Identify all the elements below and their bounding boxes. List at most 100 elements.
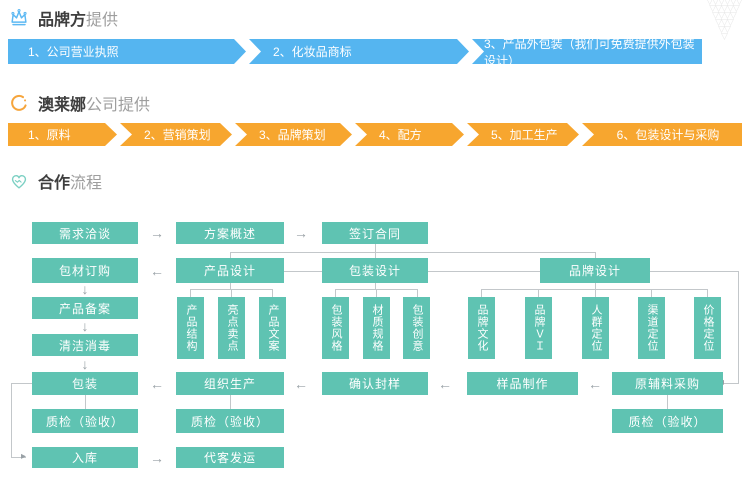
connector-line bbox=[428, 271, 540, 272]
handshake-icon bbox=[8, 170, 30, 192]
arrow-right-icon: ▸ bbox=[21, 451, 27, 462]
connector-line bbox=[230, 283, 231, 289]
flow-node-storage: 入库 bbox=[32, 447, 138, 468]
flow-node-qc-acceptance: 质检（验收） bbox=[176, 409, 284, 433]
flow-node-clean-disinfect: 清洁消毒 bbox=[32, 334, 138, 356]
flow-node-sample-making: 样品制作 bbox=[467, 372, 578, 395]
arrow-left-icon: ← bbox=[150, 375, 164, 392]
flow-node-packaging-design: 包装设计 bbox=[322, 258, 428, 283]
step-raw-material: 1、原料 bbox=[8, 123, 117, 146]
flow-node-brand-vi: 品牌ＶＩ bbox=[525, 297, 552, 359]
flow-node-qc-acceptance: 质检（验收） bbox=[32, 409, 138, 433]
flow-node-highlight-selling-point: 亮点卖点 bbox=[218, 297, 245, 359]
connector-line bbox=[335, 289, 336, 297]
arrow-down-icon: ↓ bbox=[81, 281, 89, 297]
connector-line bbox=[375, 244, 376, 252]
section-process-title-light: 流程 bbox=[70, 175, 103, 192]
flow-node-product-record: 产品备案 bbox=[32, 297, 138, 319]
connector-line bbox=[375, 283, 376, 289]
arrow-left-icon: ← bbox=[438, 375, 452, 392]
company-steps-bar: 1、原料 2、营销策划 3、品牌策划 4、配方 5、加工生产 6、包装设计与采购 bbox=[8, 123, 745, 146]
step-formula: 4、配方 bbox=[355, 123, 464, 146]
flow-node-organize-production: 组织生产 bbox=[176, 372, 284, 395]
flow-node-material-spec: 材质规格 bbox=[363, 297, 390, 359]
section-brand-header: 品牌方提供 bbox=[8, 6, 118, 30]
connector-line bbox=[651, 289, 652, 297]
connector-line bbox=[724, 383, 738, 384]
flow-node-product-copywriting: 产品文案 bbox=[259, 297, 286, 359]
section-brand-title: 品牌方提供 bbox=[38, 6, 118, 30]
connector-line bbox=[230, 252, 595, 253]
section-brand-title-bold: 品牌方 bbox=[38, 12, 87, 29]
section-brand-title-light: 提供 bbox=[86, 12, 119, 29]
connector-line bbox=[375, 252, 376, 258]
flow-node-packaging-order: 包材订购 bbox=[32, 258, 138, 283]
flow-node-confirm-sample: 确认封样 bbox=[322, 372, 428, 395]
flow-node-packaging-creative: 包装创意 bbox=[403, 297, 430, 359]
cooperation-flowchart: 需求洽谈 → 方案概述 → 签订合同 包材订购 ← 产品设计 包装设计 品牌设计… bbox=[0, 210, 750, 484]
connector-line bbox=[230, 395, 231, 409]
connector-line bbox=[85, 395, 86, 409]
connector-line bbox=[231, 289, 232, 297]
triangle-pattern-decoration: ▽▽▽▽▽▽ ▽▽▽▽▽ ▽▽▽▽ ▽▽▽ ▽▽ ▽ bbox=[706, 0, 743, 41]
flow-node-product-design: 产品设计 bbox=[176, 258, 284, 283]
connector-line bbox=[272, 289, 273, 297]
step-packaging-design-purchase: 6、包装设计与采购 bbox=[582, 123, 742, 146]
flow-node-raw-material-purchase: 原辅料采购 bbox=[612, 372, 723, 395]
step-business-license: 1、公司营业执照 bbox=[8, 39, 246, 64]
arrow-left-icon: ← bbox=[150, 262, 164, 279]
section-company-title-light: 公司提供 bbox=[86, 97, 151, 114]
connector-line bbox=[11, 383, 12, 457]
connector-line bbox=[230, 252, 231, 258]
section-company-title-bold: 澳莱娜 bbox=[38, 97, 87, 114]
flow-node-brand-design: 品牌设计 bbox=[540, 258, 650, 283]
connector-line bbox=[595, 252, 596, 258]
flow-node-plan-overview: 方案概述 bbox=[176, 222, 284, 244]
step-cosmetic-trademark: 2、化妆品商标 bbox=[249, 39, 469, 64]
connector-line bbox=[667, 395, 668, 409]
flow-node-sign-contract: 签订合同 bbox=[322, 222, 428, 244]
arrow-right-icon: → bbox=[150, 225, 164, 241]
flow-node-packaging-style: 包装风格 bbox=[322, 297, 349, 359]
section-company-header: 澳莱娜公司提供 bbox=[8, 91, 150, 115]
flow-node-consign-shipping: 代客发运 bbox=[176, 447, 284, 468]
connector-line bbox=[538, 289, 539, 297]
circle-icon bbox=[8, 92, 30, 114]
connector-line bbox=[650, 271, 738, 272]
step-marketing-planning: 2、营销策划 bbox=[120, 123, 232, 146]
flow-node-packaging: 包装 bbox=[32, 372, 138, 395]
connector-line bbox=[417, 289, 418, 297]
step-processing-production: 5、加工生产 bbox=[467, 123, 579, 146]
arrow-right-icon: → bbox=[150, 449, 164, 466]
connector-line bbox=[595, 289, 596, 297]
step-brand-planning: 3、品牌策划 bbox=[235, 123, 352, 146]
arrow-down-icon: ↓ bbox=[81, 355, 89, 372]
connector-line bbox=[738, 271, 739, 384]
brand-steps-bar: 1、公司营业执照 2、化妆品商标 3、产品外包装（我们可免费提供外包装设计） bbox=[8, 39, 702, 64]
connector-line bbox=[595, 283, 596, 289]
connector-line bbox=[707, 289, 708, 297]
connector-line bbox=[190, 289, 191, 297]
arrow-left-icon: ← bbox=[588, 375, 602, 392]
arrow-right-icon: → bbox=[294, 225, 308, 241]
flow-node-product-structure: 产品结构 bbox=[177, 297, 204, 359]
section-process-header: 合作流程 bbox=[8, 169, 102, 193]
section-company-title: 澳莱娜公司提供 bbox=[38, 91, 150, 115]
section-process-title: 合作流程 bbox=[38, 169, 102, 193]
connector-line bbox=[284, 271, 322, 272]
arrow-down-icon: ↓ bbox=[81, 318, 89, 334]
connector-line bbox=[481, 289, 482, 297]
step-outer-packaging: 3、产品外包装（我们可免费提供外包装设计） bbox=[472, 39, 702, 64]
arrow-left-icon: ← bbox=[294, 375, 308, 392]
connector-line bbox=[376, 289, 377, 297]
flow-node-qc-acceptance: 质检（验收） bbox=[612, 409, 723, 433]
section-process-title-bold: 合作 bbox=[38, 175, 71, 192]
crown-icon bbox=[8, 7, 30, 29]
connector-line bbox=[11, 383, 32, 384]
connector-line bbox=[481, 289, 708, 290]
flow-node-audience-positioning: 人群定位 bbox=[582, 297, 609, 359]
flow-node-demand-talk: 需求洽谈 bbox=[32, 222, 138, 244]
flow-node-channel-positioning: 渠道定位 bbox=[638, 297, 665, 359]
connector-line bbox=[11, 457, 26, 458]
